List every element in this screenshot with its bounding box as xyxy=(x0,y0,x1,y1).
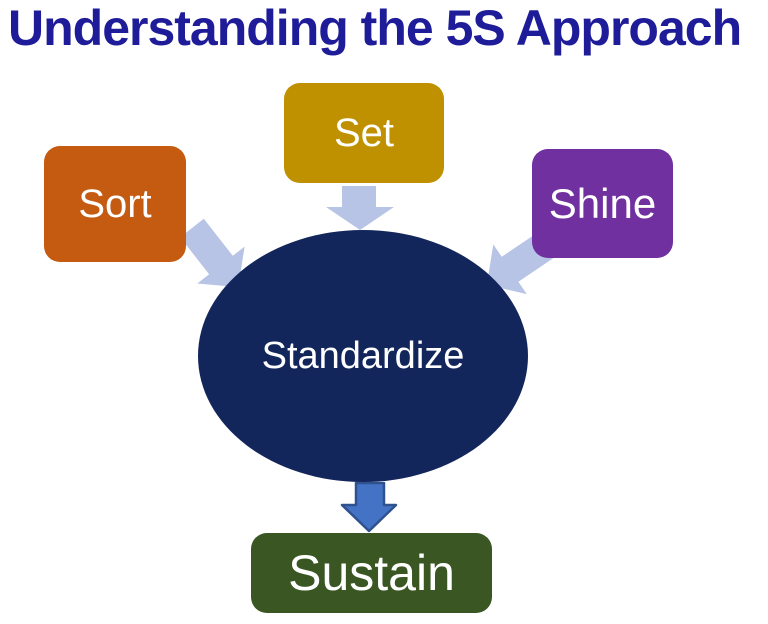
node-sustain-label: Sustain xyxy=(288,545,455,601)
node-shine-label: Shine xyxy=(548,179,657,227)
node-set-label: Set xyxy=(333,110,395,155)
arrow-set-to-standardize xyxy=(326,186,394,230)
page-title: Understanding the 5S Approach xyxy=(8,0,742,56)
node-standardize-label: Standardize xyxy=(261,334,465,377)
node-set: Set xyxy=(284,83,444,183)
arrow-standardize-to-sustain xyxy=(340,481,398,533)
node-shine: Shine xyxy=(532,149,673,258)
node-sustain: Sustain xyxy=(251,533,492,613)
node-sort-label: Sort xyxy=(78,181,152,226)
node-standardize: Standardize xyxy=(198,230,528,482)
node-sort: Sort xyxy=(44,146,186,262)
arrow-sort-to-standardize xyxy=(180,218,245,288)
